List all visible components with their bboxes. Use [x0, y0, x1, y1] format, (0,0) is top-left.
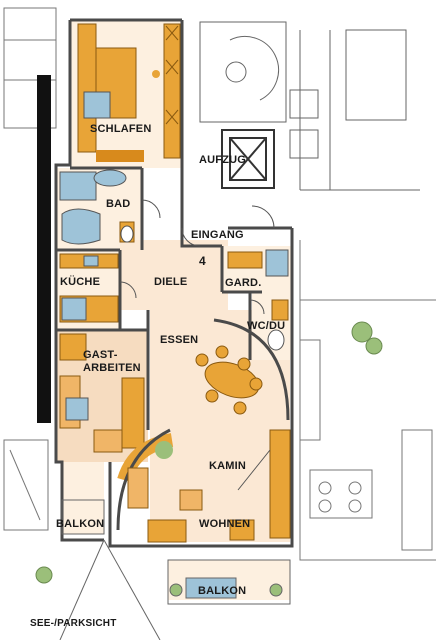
living-furniture: [116, 428, 291, 543]
label-wc-du: WC/DU: [247, 320, 286, 332]
elevator-shaft: [221, 129, 275, 189]
dining-furniture: [195, 318, 290, 421]
label-diele: DIELE: [154, 276, 188, 288]
label-balkon-bottom: BALKON: [198, 585, 247, 597]
label-schlafen: SCHLAFEN: [90, 123, 152, 135]
balconies: [59, 499, 291, 640]
wardrobe-wc-fixtures: [227, 249, 289, 351]
label-eingang: EINGANG: [191, 229, 244, 241]
label-bad: BAD: [106, 198, 131, 210]
bathroom-fixtures: [59, 169, 135, 245]
guest-room-furniture: [59, 333, 145, 453]
label-aufzug: AUFZUG: [199, 154, 247, 166]
facade-wall: [37, 75, 51, 423]
neighbor-unit-right: [299, 240, 436, 561]
label-kueche: KÜCHE: [60, 276, 101, 288]
doors: [119, 199, 275, 315]
walls: [54, 18, 294, 548]
view-caption: SEE-/PARKSICHT: [30, 618, 117, 629]
label-balkon-left: BALKON: [56, 518, 105, 530]
stairwell: [199, 21, 420, 191]
kitchen-fixtures: [59, 253, 119, 323]
bedroom-furniture: [77, 23, 181, 162]
label-wohnen: WOHNEN: [199, 518, 251, 530]
label-kamin: KAMIN: [209, 460, 247, 472]
vegetation: [35, 321, 383, 584]
label-gard: GARD.: [225, 277, 262, 289]
label-essen: ESSEN: [160, 334, 199, 346]
label-gast: GAST-: [83, 349, 118, 361]
label-arbeiten: ARBEITEN: [83, 362, 141, 374]
label-unit-number: 4: [199, 254, 206, 268]
